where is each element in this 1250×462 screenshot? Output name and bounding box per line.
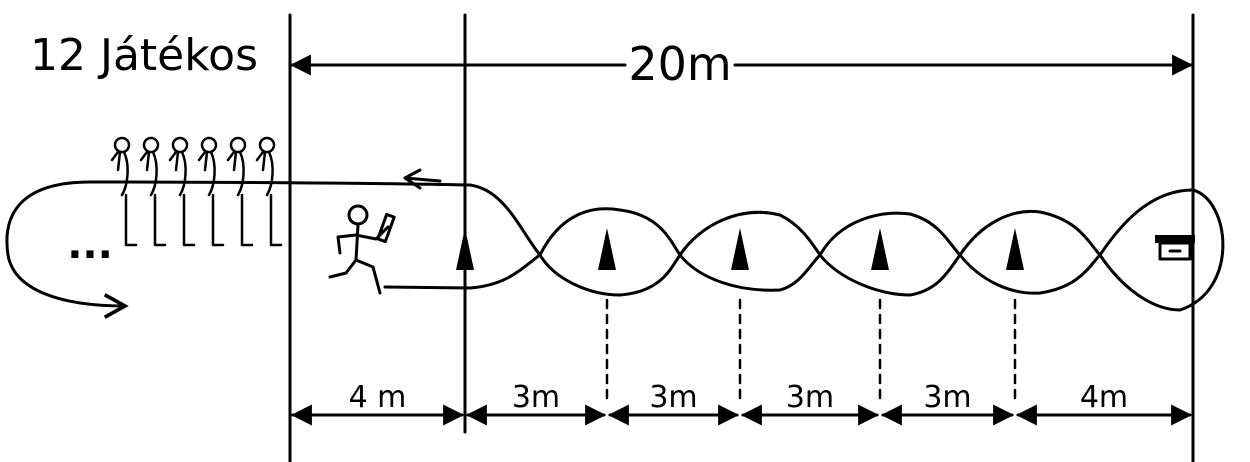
waiting-players <box>110 136 283 247</box>
waiting-player-icon <box>255 136 283 247</box>
cone-icon <box>731 228 749 270</box>
waiting-player-icon <box>168 136 196 247</box>
return-direction-arrow <box>403 168 442 190</box>
segment-label: 3m <box>786 380 834 415</box>
total-dimension: 20m <box>289 37 1194 91</box>
waiting-player-icon <box>197 136 225 247</box>
target-box-icon <box>1155 235 1195 261</box>
cone-icon <box>871 228 889 270</box>
return-loop-arrow <box>5 180 472 319</box>
waiting-player-icon <box>110 136 138 247</box>
segment-dimension: 3m <box>465 380 607 426</box>
segment-label: 4m <box>1080 380 1128 415</box>
segment-dimension: 3m <box>880 380 1015 426</box>
segment-dimensions: 4 m 3m 3m 3m 3m 4m <box>290 380 1193 426</box>
cones <box>456 228 1024 270</box>
waiting-player-icon <box>226 136 254 247</box>
segment-label: 3m <box>649 380 697 415</box>
weave-path <box>468 183 1225 312</box>
running-player-icon <box>328 204 396 295</box>
segment-label: 3m <box>923 380 971 415</box>
return-path <box>5 168 472 319</box>
segment-dimension: 4m <box>1015 380 1193 426</box>
waiting-player-icon <box>139 136 167 247</box>
cone-icon <box>598 228 616 270</box>
segment-label: 3m <box>512 380 560 415</box>
segment-dimension: 3m <box>740 380 880 426</box>
start-path <box>383 285 472 290</box>
total-length-label: 20m <box>628 37 731 91</box>
cone-icon <box>1006 228 1024 270</box>
segment-dimension: 3m <box>607 380 740 426</box>
title-label: 12 Játékos <box>30 30 258 81</box>
cone-icon <box>456 228 474 270</box>
segment-dimension: 4 m <box>290 380 465 426</box>
segment-label: 4 m <box>349 380 407 415</box>
more-players-ellipsis: ... <box>67 222 113 268</box>
cone-distance-guides <box>605 298 1017 402</box>
